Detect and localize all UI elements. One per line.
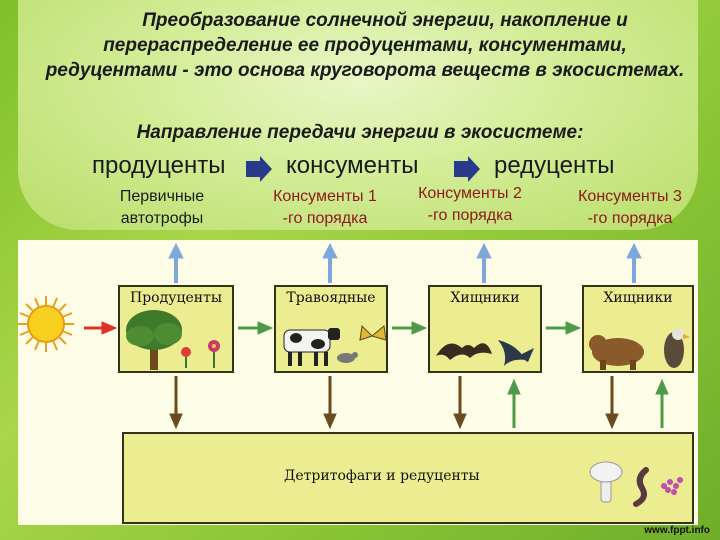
bat-icon (436, 343, 492, 360)
level-line: Консументы 3 (578, 188, 682, 205)
return-arrow-icon (655, 378, 669, 428)
mouse-icon (337, 352, 358, 363)
bear-icon (589, 335, 644, 370)
level-line: -го порядка (282, 210, 368, 227)
tree-icon (126, 310, 182, 370)
box-label: Детритофаги и редуценты (284, 468, 480, 484)
down-arrow-icon (323, 376, 337, 430)
chain-arrow-icon (454, 156, 480, 182)
box-label: Продуценты (130, 290, 222, 306)
box-label: Хищники (450, 290, 520, 306)
box-label: Травоядные (286, 290, 376, 306)
level-consumer-1: Консументы 1 -го порядка (250, 186, 400, 230)
level-consumer-3: Консументы 3 -го порядка (560, 186, 700, 230)
chain-producers: продуценты (92, 152, 226, 179)
flow-arrow-icon (238, 321, 274, 335)
bacteria-icon (661, 477, 683, 495)
level-line: Консументы 2 (418, 185, 522, 202)
flow-arrow-icon (392, 321, 428, 335)
down-arrow-icon (169, 376, 183, 430)
flow-arrow-icon (546, 321, 582, 335)
chain-arrow-icon (246, 156, 272, 182)
footer-url: www.fppt.info (644, 525, 710, 536)
cow-icon (283, 328, 340, 366)
up-arrow-icon (322, 242, 338, 283)
up-arrow-icon (476, 242, 492, 283)
bird-icon (498, 340, 534, 366)
sun-icon (18, 296, 74, 352)
sun-arrow-icon (84, 321, 118, 335)
level-line: автотрофы (120, 210, 204, 227)
down-arrow-icon (605, 376, 619, 430)
page-subtitle: Направление передачи энергии в экосистем… (136, 122, 584, 143)
box-label: Хищники (603, 290, 673, 306)
level-line: -го порядка (427, 207, 513, 224)
return-arrow-icon (507, 378, 521, 428)
chain-consumers: консументы (286, 152, 419, 179)
level-consumer-2: Консументы 2 -го порядка (400, 183, 540, 227)
down-arrow-icon (453, 376, 467, 430)
flower-icon (181, 340, 220, 368)
butterfly-icon (359, 324, 387, 341)
box-predators-1: Хищники (428, 285, 542, 373)
page-title: Преобразование солнечной энергии, накопл… (45, 10, 685, 81)
level-line: Первичные (119, 188, 205, 205)
level-line: Консументы 1 (273, 188, 377, 205)
up-arrow-icon (168, 242, 184, 283)
level-line: -го порядка (587, 210, 673, 227)
worm-icon (633, 467, 649, 507)
chain-decomposers: редуценты (494, 152, 615, 179)
eagle-icon (664, 328, 690, 368)
level-primary: Первичные автотрофы (92, 186, 232, 230)
header-panel (18, 0, 698, 230)
mushroom-icon (589, 461, 623, 503)
up-arrow-icon (626, 242, 642, 283)
